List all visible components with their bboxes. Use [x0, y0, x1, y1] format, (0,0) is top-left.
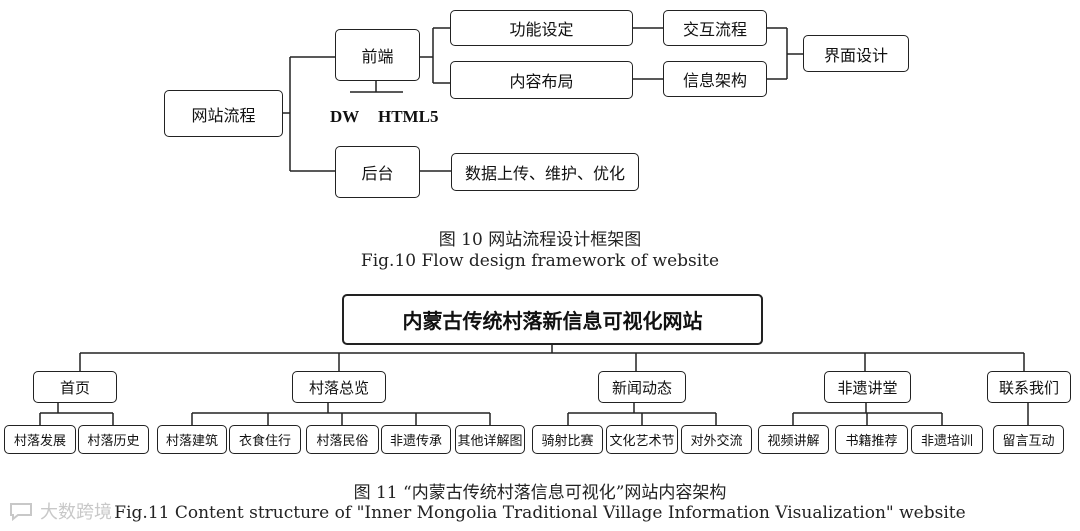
- node-label: 村落民俗: [316, 434, 369, 449]
- node-label: 界面设计: [823, 45, 888, 65]
- node-label: 书籍推荐: [845, 434, 898, 449]
- node-label: 交互流程: [682, 20, 747, 39]
- leaf-village-development: 村落发展: [4, 425, 76, 454]
- node-label: 数据上传、维护、优化: [464, 164, 625, 183]
- watermark-text: 大数跨境: [40, 502, 112, 523]
- node-label: 视频讲解: [767, 434, 820, 449]
- node-label: 村落总览: [308, 378, 369, 397]
- node-label: 非遗讲堂: [837, 378, 898, 397]
- node-label: 村落发展: [13, 434, 66, 449]
- node-heritage-lecture: 非遗讲堂: [824, 371, 911, 403]
- leaf-riding-competition: 骑射比赛: [532, 425, 603, 454]
- leaf-other-diagrams: 其他详解图: [455, 425, 525, 454]
- node-label: 内容布局: [509, 72, 574, 91]
- node-label: 衣食住行: [238, 434, 291, 449]
- node-label: 首页: [59, 378, 90, 397]
- node-label: 联系我们: [998, 378, 1059, 397]
- caption-fig11-cn: 图 11 “内蒙古传统村落信息可视化”网站内容架构: [353, 483, 727, 503]
- node-frontend: 前端: [335, 29, 420, 81]
- leaf-village-folklore: 村落民俗: [306, 425, 379, 454]
- leaf-message-interaction: 留言互动: [993, 425, 1064, 454]
- leaf-heritage-training: 非遗培训: [911, 425, 983, 454]
- node-content-layout: 内容布局: [450, 61, 633, 99]
- node-info-architecture: 信息架构: [663, 61, 767, 97]
- node-function-setting: 功能设定: [450, 10, 633, 46]
- leaf-village-architecture: 村落建筑: [157, 425, 227, 454]
- caption-fig10-en: Fig.10 Flow design framework of website: [360, 251, 720, 271]
- node-label: 信息架构: [682, 71, 747, 90]
- node-label: 骑射比赛: [541, 434, 594, 449]
- node-label: 内蒙古传统村落新信息可视化网站: [402, 309, 703, 333]
- node-backend-tasks: 数据上传、维护、优化: [451, 153, 639, 191]
- leaf-heritage-inheritance: 非遗传承: [381, 425, 451, 454]
- label-dw: DW: [330, 107, 360, 126]
- node-site-root: 内蒙古传统村落新信息可视化网站: [342, 294, 763, 345]
- node-label: 非遗传承: [389, 434, 442, 449]
- caption-fig10-cn: 图 10 网站流程设计框架图: [438, 230, 642, 250]
- caption-fig11-en: Fig.11 Content structure of "Inner Mongo…: [114, 503, 966, 523]
- node-label: 功能设定: [509, 20, 574, 39]
- node-ui-design: 界面设计: [803, 35, 909, 72]
- node-label: 网站流程: [191, 105, 256, 125]
- leaf-village-history: 村落历史: [78, 425, 149, 454]
- leaf-daily-life: 衣食住行: [229, 425, 301, 454]
- node-label: 村落历史: [87, 434, 140, 449]
- node-backend: 后台: [335, 146, 420, 198]
- node-label: 文化艺术节: [609, 434, 675, 449]
- node-label: 前端: [361, 47, 394, 66]
- node-village-overview: 村落总览: [292, 371, 386, 403]
- node-label: 后台: [361, 164, 394, 183]
- node-website-flow: 网站流程: [164, 90, 283, 137]
- node-label: 村落建筑: [165, 434, 218, 449]
- node-label: 非遗培训: [920, 434, 973, 449]
- node-label: 新闻动态: [611, 378, 672, 397]
- leaf-video-lecture: 视频讲解: [758, 425, 829, 454]
- node-home: 首页: [33, 371, 117, 403]
- node-interaction-flow: 交互流程: [663, 10, 767, 46]
- watermark: 大数跨境: [8, 498, 112, 524]
- node-contact-us: 联系我们: [987, 371, 1071, 403]
- node-label: 对外交流: [690, 434, 743, 449]
- node-news: 新闻动态: [598, 371, 686, 403]
- label-html5: HTML5: [378, 107, 439, 126]
- leaf-external-exchange: 对外交流: [681, 425, 752, 454]
- node-label: 其他详解图: [457, 434, 523, 449]
- node-label: 留言互动: [1002, 434, 1055, 449]
- speech-bubble-icon: [10, 503, 32, 522]
- leaf-book-recommend: 书籍推荐: [835, 425, 908, 454]
- leaf-art-festival: 文化艺术节: [606, 425, 678, 454]
